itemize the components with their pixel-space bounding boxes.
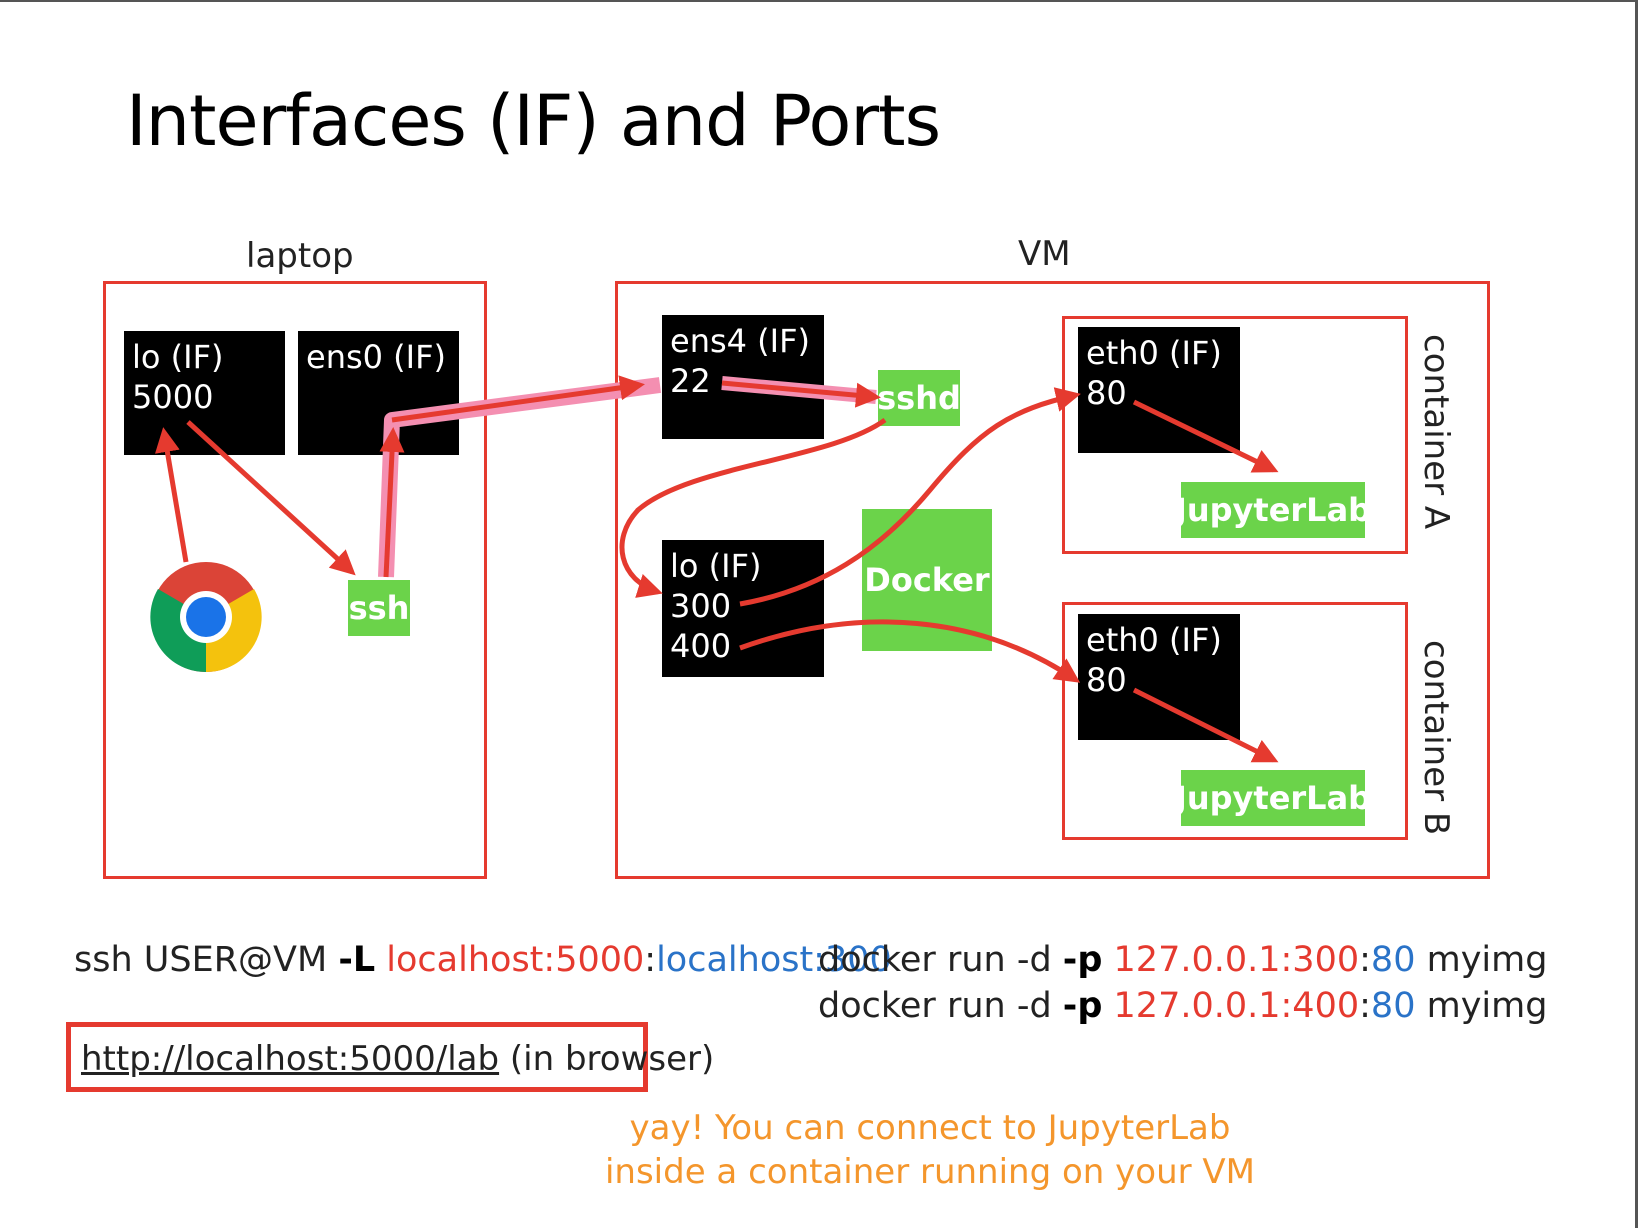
docker-command-2-flag: -p xyxy=(1062,986,1103,1026)
docker-command-2-suffix: myimg xyxy=(1415,986,1548,1026)
docker-command-2-sep: : xyxy=(1359,986,1371,1026)
docker-command-2: docker run -d -p 127.0.0.1:400:80 myimg xyxy=(818,986,1547,1026)
docker-command-2-host: 127.0.0.1:400 xyxy=(1113,986,1360,1026)
arrow-400-to-container-b xyxy=(739,619,1081,683)
laptop-ens0-interface: ens0 (IF) xyxy=(298,331,459,455)
yay-line-1: yay! You can connect to JupyterLab xyxy=(629,1108,1231,1148)
slide-title: Interfaces (IF) and Ports xyxy=(126,80,941,162)
chrome-icon xyxy=(150,562,262,673)
laptop-label: laptop xyxy=(246,236,354,276)
vm-box xyxy=(615,281,1490,879)
browser-url-box: http://localhost:5000/lab (in browser) xyxy=(66,1022,714,1092)
docker-engine: Docker xyxy=(862,509,992,651)
sshd-daemon: sshd xyxy=(877,370,961,426)
arrow-lo-to-ssh xyxy=(186,420,356,576)
ssh-command-sep: : xyxy=(644,940,657,980)
vm-lo-interface: lo (IF) 300 400 xyxy=(662,540,824,677)
ssh-command-prefix: ssh USER@VM xyxy=(74,940,339,980)
vm-ens4-interface: ens4 (IF) 22 xyxy=(662,315,824,439)
laptop-ens0-name: ens0 (IF) xyxy=(306,338,446,376)
docker-command-1-sep: : xyxy=(1359,940,1371,980)
container-a-box xyxy=(1062,316,1408,554)
docker-command-1-flag: -p xyxy=(1062,940,1103,980)
arrow-ens4-to-sshd xyxy=(721,380,881,408)
laptop-lo-port: 5000 xyxy=(132,378,214,416)
arrow-300-to-container-a xyxy=(739,387,1081,607)
container-a-eth0-name: eth0 (IF) xyxy=(1086,334,1222,372)
vm-lo-name: lo (IF) xyxy=(670,547,762,585)
arrow-ssh-to-ens0 xyxy=(379,427,405,578)
browser-url-link[interactable]: http://localhost:5000/lab xyxy=(81,1039,500,1079)
arrow-sshd-to-lo xyxy=(619,417,887,598)
container-a-eth0-port: 80 xyxy=(1086,374,1127,412)
container-b-jupyterlab: JupyterLab xyxy=(1175,770,1371,826)
docker-command-1-port: 80 xyxy=(1370,940,1416,980)
container-b-box xyxy=(1062,602,1408,840)
arrow-b-80-to-jupyter xyxy=(1132,687,1279,763)
slide-right-border xyxy=(1635,0,1638,1228)
vm-lo-port-300: 300 xyxy=(670,587,732,625)
vm-lo-port-400: 400 xyxy=(670,627,732,665)
vm-ens4-name: ens4 (IF) xyxy=(670,322,810,360)
docker-command-2-port: 80 xyxy=(1370,986,1416,1026)
ssh-command-flag: -L xyxy=(338,940,376,980)
ssh-command-local: localhost:5000 xyxy=(386,940,645,980)
arrow-browser-to-lo xyxy=(155,427,189,563)
ssh-client: ssh xyxy=(348,580,410,636)
vm-label: VM xyxy=(1018,234,1071,274)
container-b-eth0-port: 80 xyxy=(1086,661,1127,699)
docker-command-1-host: 127.0.0.1:300 xyxy=(1113,940,1360,980)
laptop-box xyxy=(103,281,487,879)
arrow-a-80-to-jupyter xyxy=(1132,399,1279,473)
container-b-eth0-name: eth0 (IF) xyxy=(1086,621,1222,659)
docker-command-2-prefix: docker run -d xyxy=(818,986,1063,1026)
vm-ens4-port: 22 xyxy=(670,362,711,400)
arrow-ens0-to-ens4 xyxy=(391,375,645,423)
slide-top-border xyxy=(0,0,1638,2)
docker-command-1-prefix: docker run -d xyxy=(818,940,1063,980)
browser-url-note: (in browser) xyxy=(499,1039,715,1079)
ssh-command-remote: localhost:300 xyxy=(656,940,892,980)
container-a-jupyterlab: JupyterLab xyxy=(1175,482,1371,538)
browser-url: http://localhost:5000/lab (in browser) xyxy=(81,1039,714,1079)
ssh-command: ssh USER@VM -L localhost:5000:localhost:… xyxy=(74,940,892,980)
container-b-eth0-interface: eth0 (IF) 80 xyxy=(1078,614,1240,740)
container-a-eth0-interface: eth0 (IF) 80 xyxy=(1078,327,1240,453)
yay-line-2: inside a container running on your VM xyxy=(604,1152,1256,1192)
laptop-lo-name: lo (IF) xyxy=(132,338,224,376)
docker-command-1-suffix: myimg xyxy=(1415,940,1548,980)
docker-command-1: docker run -d -p 127.0.0.1:300:80 myimg xyxy=(818,940,1547,980)
